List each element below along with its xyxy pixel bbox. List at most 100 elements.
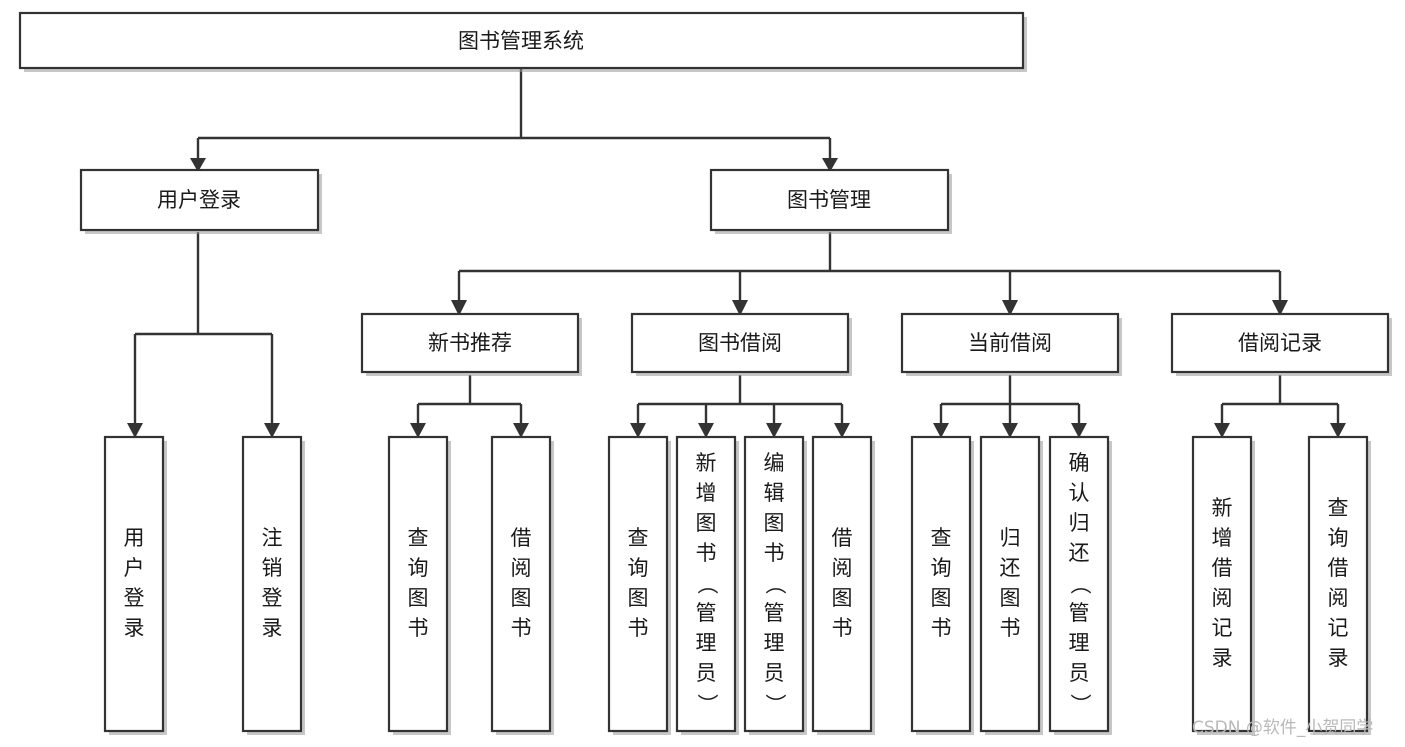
svg-text:阅: 阅 [1328,586,1349,610]
svg-text:书: 书 [931,616,952,640]
arrow-to-book-borrow [732,300,748,316]
svg-text:图: 图 [832,586,853,610]
svg-text:录: 录 [1328,646,1349,670]
svg-text:（: （ [763,574,787,595]
svg-text:员: 员 [1069,661,1090,685]
svg-text:录: 录 [1212,646,1233,670]
svg-text:销: 销 [262,556,283,580]
svg-text:员: 员 [696,661,717,685]
svg-text:）: ） [695,694,719,715]
svg-text:录: 录 [124,616,145,640]
arrow-leaf-edit-book [766,423,782,438]
node-leaf-user-login[interactable]: 用户登录 [103,435,167,735]
arrow-to-current-borrow [1002,300,1018,316]
svg-text:图: 图 [1000,586,1021,610]
svg-text:查: 查 [628,526,649,550]
svg-text:用: 用 [124,526,145,550]
svg-text:借: 借 [832,526,853,550]
svg-text:查: 查 [408,526,429,550]
node-new-book-recommend[interactable]: 新书推荐 [360,312,582,376]
arrow-leaf-add-book [698,423,714,438]
svg-text:还: 还 [1000,556,1021,580]
svg-text:归: 归 [1000,526,1021,550]
svg-text:询: 询 [628,556,649,580]
arrow-leaf-query-book-2 [630,423,646,438]
arrow-to-new-book-recommend [451,300,467,316]
svg-text:新: 新 [696,451,717,475]
svg-text:借: 借 [511,526,532,550]
current-borrow-label: 当前借阅 [968,331,1052,355]
leaf-return-book-box [979,435,1041,733]
svg-text:增: 增 [1212,526,1233,550]
node-root[interactable]: 图书管理系统 [18,11,1027,72]
svg-text:图: 图 [628,586,649,610]
leaf-borrow-book-1-box [490,435,552,733]
user-login-box [79,168,320,232]
arrow-to-user-login [190,158,206,172]
svg-text:图: 图 [408,586,429,610]
current-borrow-box [900,312,1120,374]
svg-text:理: 理 [696,631,717,655]
node-borrow-record[interactable]: 借阅记录 [1170,312,1392,376]
leaf-query-book-2-box [607,435,669,733]
arrow-leaf-confirm-return [1071,423,1087,438]
svg-text:增: 增 [696,481,717,505]
user-login-label: 用户登录 [157,188,241,212]
leaf-add-record-box [1191,435,1253,733]
arrow-to-borrow-record [1272,300,1288,316]
borrow-record-box [1170,312,1390,374]
arrow-leaf-query-book-1 [410,423,426,438]
node-book-manage[interactable]: 图书管理 [709,168,952,234]
svg-text:管: 管 [764,601,785,625]
svg-text:员: 员 [764,661,785,685]
arrow-leaf-user-logout [264,423,280,438]
node-book-borrow[interactable]: 图书借阅 [630,312,852,376]
svg-text:借: 借 [1328,556,1349,580]
arrow-leaf-query-book-3 [933,423,949,438]
svg-text:注: 注 [262,526,283,550]
svg-text:新: 新 [1212,496,1233,520]
arrow-leaf-borrow-book-1 [513,423,529,438]
watermark-label: CSDN @软件_小贺同学 [1192,718,1373,738]
arrow-to-book-manage [822,158,838,172]
svg-text:书: 书 [408,616,429,640]
arrow-leaf-return-book [1002,423,1018,438]
node-current-borrow[interactable]: 当前借阅 [900,312,1122,376]
arrow-leaf-user-login [127,423,143,438]
svg-text:理: 理 [1069,631,1090,655]
node-user-login[interactable]: 用户登录 [79,168,322,234]
svg-text:记: 记 [1328,616,1349,640]
leaf-confirm-return-box [1048,435,1110,733]
book-borrow-label: 图书借阅 [698,331,782,355]
svg-text:）: ） [1068,694,1092,715]
connector-group [127,68,1346,438]
svg-text:登: 登 [262,586,283,610]
svg-text:图: 图 [764,511,785,535]
svg-text:还: 还 [1069,541,1090,565]
leaf-user-login-label: 用户登录 [124,526,145,640]
arrow-leaf-query-record [1330,423,1346,438]
leaf-user-logout-box [241,435,303,733]
new-book-recommend-box [360,312,580,374]
svg-text:书: 书 [628,616,649,640]
